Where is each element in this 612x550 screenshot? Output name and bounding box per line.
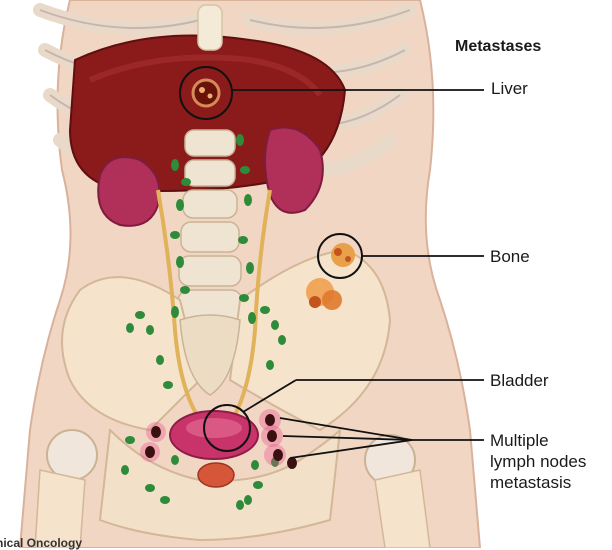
label-lymph-line-3: metastasis [490, 472, 586, 493]
diagram-title: Metastases [455, 36, 541, 57]
kidney-left [98, 157, 159, 226]
tumor-spot-icon [193, 80, 219, 106]
label-liver: Liver [491, 78, 528, 99]
label-lymph-nodes: Multiple lymph nodes metastasis [490, 430, 586, 493]
sternum [198, 5, 222, 50]
label-bone: Bone [490, 246, 530, 267]
label-bladder: Bladder [490, 370, 549, 391]
prostate [198, 463, 234, 487]
label-lymph-line-1: Multiple [490, 430, 586, 451]
label-lymph-line-2: lymph nodes [490, 451, 586, 472]
femur-right [375, 470, 430, 548]
